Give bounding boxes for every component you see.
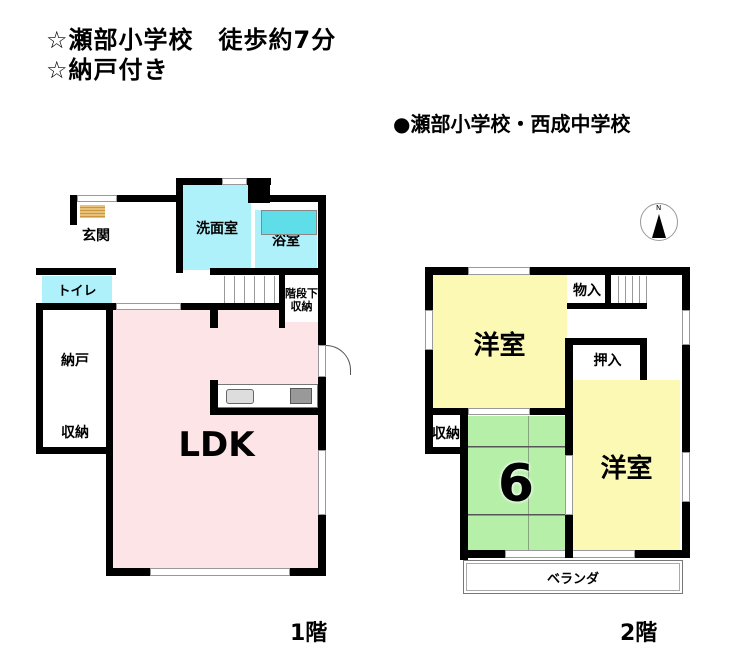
- header-line-1: ☆瀬部小学校 徒歩約7分: [46, 26, 337, 54]
- wall: [565, 340, 573, 558]
- wall: [36, 268, 116, 275]
- bath-label: 浴室: [272, 233, 300, 249]
- entrance-label: 玄関: [82, 228, 110, 244]
- window: [318, 345, 326, 377]
- floor-1-label: 1階: [290, 621, 328, 646]
- window: [468, 267, 530, 275]
- wall: [640, 338, 647, 380]
- room-oshiire: 押入: [575, 346, 640, 373]
- stairs-icon: [612, 276, 647, 304]
- wall: [210, 303, 218, 328]
- wall: [36, 303, 43, 453]
- kitchen-counter: [217, 384, 318, 408]
- compass-icon: N: [640, 203, 678, 241]
- wall: [425, 267, 433, 452]
- wall: [70, 195, 77, 225]
- ldk-label: LDK: [178, 424, 255, 465]
- wall: [270, 195, 326, 202]
- stove-icon: [290, 388, 312, 404]
- room-storage: 物入: [567, 276, 607, 304]
- under-stair-label: 階段下 収納: [285, 287, 318, 313]
- window: [318, 450, 326, 515]
- window: [222, 178, 247, 185]
- sink-icon: [226, 389, 254, 404]
- wall: [36, 447, 111, 454]
- room-closet: 収納: [42, 417, 108, 447]
- wall: [176, 178, 183, 273]
- room-tatami: 6: [467, 416, 565, 552]
- room-toilet: トイレ: [42, 276, 112, 303]
- toilet-label: トイレ: [57, 284, 97, 299]
- room-closet-2f: 収納: [428, 418, 464, 448]
- wall: [210, 380, 218, 415]
- window: [116, 303, 181, 310]
- window: [425, 310, 433, 350]
- wall: [318, 195, 326, 576]
- room-ldk: LDK: [113, 308, 320, 571]
- header-line-2: ☆納戸付き: [46, 56, 169, 84]
- window: [565, 455, 573, 515]
- tatami-count-label: 6: [497, 454, 535, 514]
- exterior-door-icon: [326, 345, 351, 375]
- compass-north-label: N: [656, 204, 662, 212]
- room-storeroom: 納戸: [42, 310, 108, 410]
- wall: [565, 338, 645, 345]
- wall: [248, 178, 270, 203]
- window: [468, 408, 530, 415]
- stairs-icon: [215, 276, 283, 303]
- storage-label: 物入: [573, 283, 601, 299]
- wall: [460, 410, 468, 560]
- room-washroom: 洗面室: [183, 185, 251, 270]
- floor-2-label: 2階: [620, 621, 658, 646]
- entrance-step-icon: [80, 205, 105, 218]
- wall: [605, 275, 611, 305]
- storeroom-label: 納戸: [61, 353, 89, 369]
- room-under-stair-storage: 階段下 収納: [285, 278, 318, 322]
- bathtub-icon: [261, 210, 317, 235]
- room-western-1: 洋室: [432, 275, 567, 411]
- north-arrow-icon: [652, 214, 666, 238]
- western-1-label: 洋室: [473, 330, 526, 361]
- closet-2f-label: 収納: [432, 426, 460, 442]
- school-district: ●瀬部小学校・西成中学校: [393, 112, 631, 136]
- room-western-2: 洋室: [573, 380, 680, 552]
- closet-label: 収納: [61, 425, 89, 441]
- wall: [279, 275, 285, 328]
- western-2-label: 洋室: [600, 453, 653, 484]
- window: [77, 195, 117, 202]
- wall: [682, 267, 690, 558]
- room-entrance: 玄関: [76, 200, 116, 270]
- wall: [425, 447, 467, 454]
- wall: [210, 268, 325, 275]
- window: [150, 568, 290, 576]
- window: [682, 452, 690, 502]
- wall: [210, 408, 320, 415]
- wall: [70, 195, 180, 202]
- oshiire-label: 押入: [593, 352, 622, 369]
- veranda-label: ベランダ: [546, 571, 599, 587]
- veranda: ベランダ: [463, 560, 683, 594]
- wall: [567, 303, 647, 309]
- window: [682, 310, 690, 345]
- washroom-label: 洗面室: [196, 220, 238, 237]
- wall: [106, 310, 113, 575]
- wall: [425, 267, 690, 275]
